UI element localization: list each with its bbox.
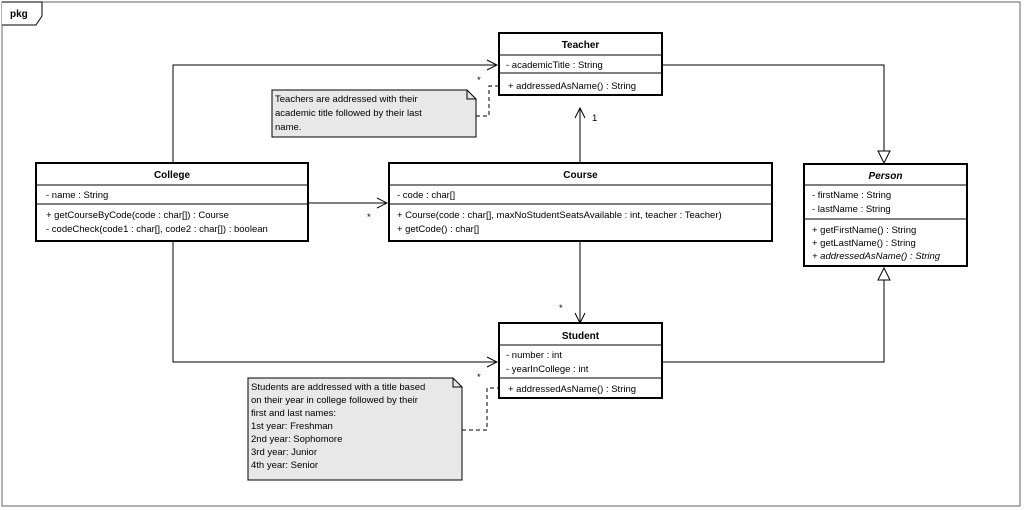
attribute: - lastName : String: [812, 204, 891, 215]
class-college[interactable]: College - name : String + getCourseByCod…: [35, 162, 309, 242]
note-line: academic title followed by their last: [275, 108, 422, 119]
class-course[interactable]: Course - code : char[] + Course(code : c…: [388, 162, 773, 242]
multiplicity-college-course: *: [367, 212, 371, 223]
teacher-person-generalization: [663, 64, 884, 163]
teacher-note: Teachers are addressed with their academ…: [271, 89, 477, 138]
note-line: name.: [275, 122, 301, 133]
operation: - codeCheck(code1 : char[], code2 : char…: [46, 224, 268, 235]
note-line: 2nd year: Sophomore: [251, 434, 342, 445]
note-line: first and last names:: [251, 408, 336, 419]
operation: + getLastName() : String: [812, 238, 916, 249]
note-line: on their year in college followed by the…: [251, 395, 418, 406]
relationships: [172, 64, 884, 363]
note-line: Teachers are addressed with their: [275, 94, 418, 105]
class-teacher[interactable]: Teacher - academicTitle : String + addre…: [498, 32, 663, 96]
multiplicity-course-teacher: 1: [592, 113, 597, 124]
multiplicity-course-student: *: [559, 303, 563, 314]
teacher-note-anchor: [476, 85, 503, 117]
multiplicity-college-student: *: [477, 372, 481, 383]
college-student-association: [172, 242, 497, 362]
note-line: Students are addressed with a title base…: [251, 382, 425, 393]
attribute: - code : char[]: [397, 190, 455, 201]
student-note: Students are addressed with a title base…: [247, 377, 463, 481]
operation: + addressedAsName() : String: [508, 384, 636, 395]
multiplicity-college-teacher: *: [477, 75, 481, 86]
note-line: 3rd year: Junior: [251, 447, 317, 458]
college-teacher-association: [172, 65, 497, 162]
operation: + addressedAsName() : String: [508, 81, 636, 92]
class-name: Person: [869, 171, 903, 182]
attribute: - number : int: [506, 350, 562, 361]
attribute: - name : String: [46, 190, 108, 201]
abstract-operation: + addressedAsName() : String: [812, 251, 941, 262]
class-person[interactable]: Person - firstName : String - lastName :…: [803, 163, 968, 267]
class-name: Course: [563, 170, 598, 181]
class-name: College: [154, 170, 191, 181]
operation: + Course(code : char[], maxNoStudentSeat…: [397, 210, 722, 221]
student-person-generalization: [663, 268, 884, 363]
note-line: 4th year: Senior: [251, 460, 318, 471]
attribute: - firstName : String: [812, 190, 891, 201]
operation: + getFirstName() : String: [812, 225, 916, 236]
student-note-anchor: [462, 387, 503, 431]
attribute: - academicTitle : String: [506, 60, 603, 71]
class-student[interactable]: Student - number : int - yearInCollege :…: [498, 322, 663, 399]
class-name: Teacher: [562, 40, 600, 51]
attribute: - yearInCollege : int: [506, 364, 589, 375]
multiplicities: * 1 * * *: [367, 75, 597, 383]
operation: + getCode() : char[]: [397, 224, 479, 235]
package-label: pkg: [10, 9, 28, 20]
operation: + getCourseByCode(code : char[]) : Cours…: [46, 210, 229, 221]
note-line: 1st year: Freshman: [251, 421, 333, 432]
class-name: Student: [562, 331, 600, 342]
